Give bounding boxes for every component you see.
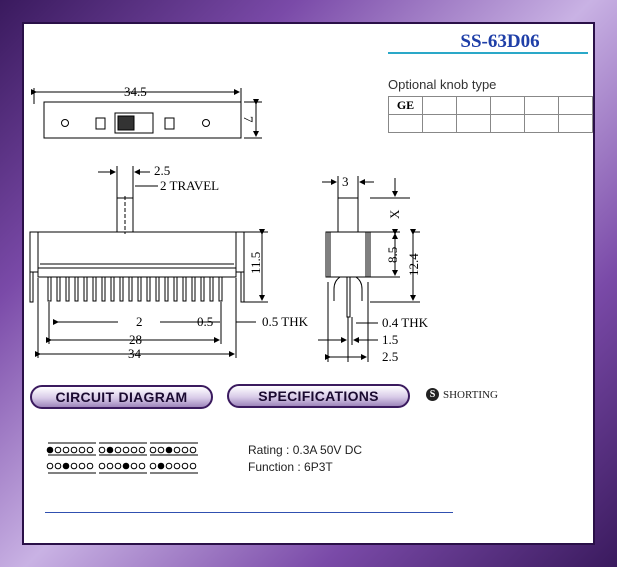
dim-side-span: 2.5	[382, 349, 398, 364]
dim-pin-span: 28	[129, 332, 142, 347]
dim-front-height: 11.5	[248, 252, 263, 274]
dim-top-height: 7	[241, 116, 256, 123]
dim-side-width: 3	[342, 174, 349, 189]
model-underline	[388, 52, 588, 54]
dim-body-length: 34	[128, 346, 142, 361]
dim-travel-pitch: 2.5	[154, 163, 170, 178]
knob-table: GE	[388, 96, 593, 133]
model-number: SS-63D06	[460, 31, 540, 52]
circuit-group-2	[98, 442, 147, 474]
specifications-heading: SPECIFICATIONS	[227, 384, 410, 408]
shorting-icon: S	[426, 388, 439, 401]
dim-travel: 2 TRAVEL	[160, 178, 219, 193]
spec-rating: Rating : 0.3A 50V DC	[248, 443, 363, 457]
circuit-group-3	[149, 442, 198, 474]
top-view	[43, 101, 242, 139]
shorting-label: SHORTING	[443, 388, 498, 401]
footer-rule	[45, 512, 453, 513]
front-view	[29, 196, 245, 278]
dim-pin-width: 0.5	[197, 314, 213, 329]
dim-pin-thk: 0.5 THK	[262, 314, 309, 329]
circuit-diagram-heading: CIRCUIT DIAGRAM	[30, 385, 213, 409]
dim-top-length: 34.5	[124, 84, 147, 99]
knob-title: Optional knob type	[388, 77, 497, 92]
dim-side-pin-thk: 0.4 THK	[382, 315, 429, 330]
spec-function: Function : 6P3T	[248, 460, 333, 474]
circuit-group-1	[46, 442, 96, 474]
dim-side-body-h: 8.5	[385, 247, 400, 263]
dim-side-pin-pitch: 1.5	[382, 332, 398, 347]
shorting-legend: S SHORTING	[426, 388, 498, 401]
dim-pin-pitch: 2	[136, 314, 143, 329]
knob-cell	[558, 114, 593, 133]
dim-side-total-h: 12.4	[406, 253, 421, 276]
circuit-diagram	[46, 442, 198, 474]
side-view	[325, 197, 371, 318]
dim-side-x: X	[387, 209, 402, 219]
front-pins	[29, 271, 245, 303]
